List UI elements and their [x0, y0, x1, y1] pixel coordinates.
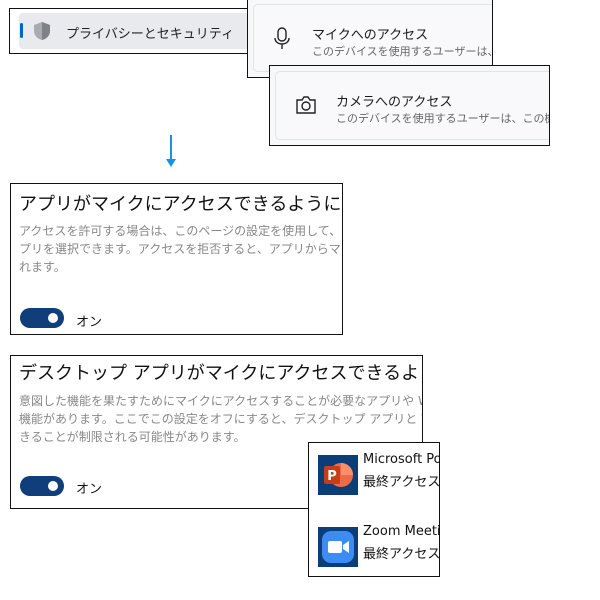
nav-highlight — [19, 13, 250, 49]
toggle-state-label: オン — [76, 482, 103, 497]
card-surface — [275, 71, 549, 140]
selection-indicator — [20, 23, 23, 38]
toggle-state-label: オン — [76, 315, 103, 330]
powerpoint-icon: P — [318, 455, 358, 495]
apps-mic-toggle[interactable] — [20, 308, 64, 328]
card-subtitle: このデバイスを使用するユーザーは、この機能が — [336, 112, 549, 125]
card-title: マイクへのアクセス — [312, 28, 429, 43]
app-name: Microsoft Po — [363, 452, 440, 467]
nav-label: プライバシーとセキュリティ — [66, 27, 234, 42]
app-last-access: 最終アクセス日 — [363, 475, 440, 490]
app-last-access: 最終アクセス日 — [363, 547, 440, 562]
section-title: デスクトップ アプリがマイクにアクセスできるようにする — [19, 363, 422, 384]
section-title: アプリがマイクにアクセスできるようにする — [19, 194, 343, 215]
shield-icon — [34, 22, 50, 40]
app-name: Zoom Meeti — [363, 524, 440, 539]
privacy-security-nav-item[interactable]: プライバシーとセキュリティ — [9, 8, 251, 54]
card-surface — [253, 4, 492, 72]
desktop-apps-mic-toggle[interactable] — [20, 476, 64, 496]
microphone-access-card[interactable]: マイクへのアクセス このデバイスを使用するユーザーは、この機 — [247, 0, 493, 78]
card-subtitle: このデバイスを使用するユーザーは、この機 — [312, 45, 492, 58]
svg-text:P: P — [327, 469, 337, 484]
down-arrow-icon — [166, 135, 176, 167]
section-description: アクセスを許可する場合は、このページの設定を使用して、マ プリを選択できます。ア… — [19, 224, 343, 274]
apps-mic-access-section: アプリがマイクにアクセスできるようにする アクセスを許可する場合は、このページの… — [10, 183, 343, 335]
card-title: カメラへのアクセス — [336, 95, 453, 110]
camera-access-card[interactable]: カメラへのアクセス このデバイスを使用するユーザーは、この機能が — [269, 65, 550, 146]
zoom-icon — [318, 527, 358, 567]
camera-icon — [296, 96, 316, 114]
app-list: P Microsoft Po 最終アクセス日 Zoom Meeti 最終アクセス… — [308, 442, 440, 577]
microphone-icon — [274, 27, 290, 49]
section-description: 意図した機能を果たすためにマイクにアクセスすることが必要なアプリや Wir 機能… — [19, 394, 422, 444]
